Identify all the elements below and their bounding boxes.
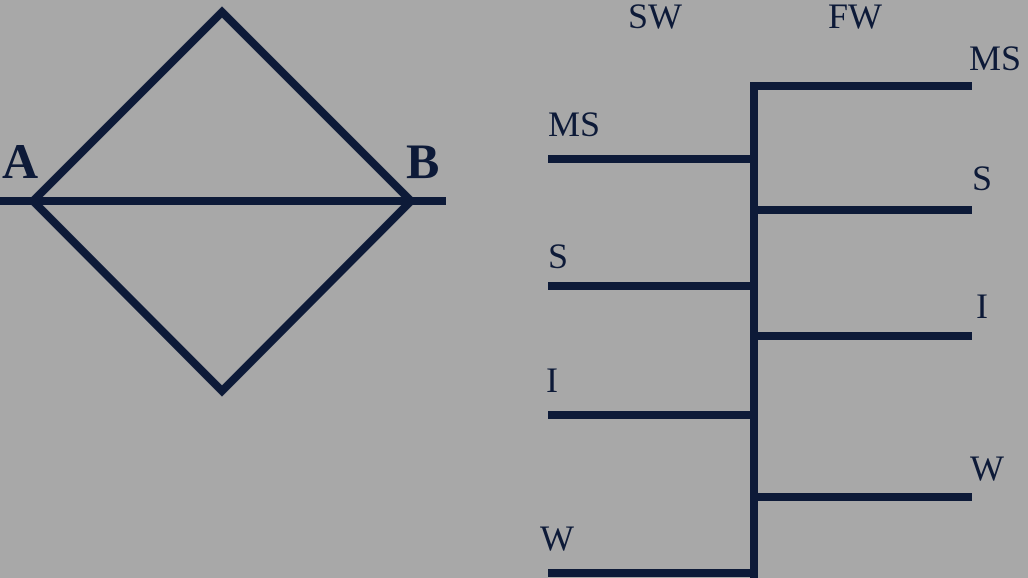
- fw-row-label: S: [972, 158, 992, 198]
- sw-row-label: I: [546, 360, 558, 400]
- bracket-figure: SW FW MS S I W MS S I W: [540, 0, 1021, 578]
- diamond-shape: [27, 6, 417, 397]
- node-label-b: B: [406, 133, 439, 189]
- node-label-a: A: [2, 133, 38, 189]
- sw-row-label: MS: [548, 104, 600, 144]
- diamond-figure: A B: [0, 6, 446, 397]
- column-label-fw: FW: [828, 0, 882, 36]
- fw-row-label: MS: [969, 38, 1021, 78]
- fw-row-label: I: [976, 286, 988, 326]
- fw-row-label: W: [970, 448, 1004, 488]
- sw-row-label: W: [540, 518, 574, 558]
- sw-row-label: S: [548, 236, 568, 276]
- column-label-sw: SW: [628, 0, 682, 36]
